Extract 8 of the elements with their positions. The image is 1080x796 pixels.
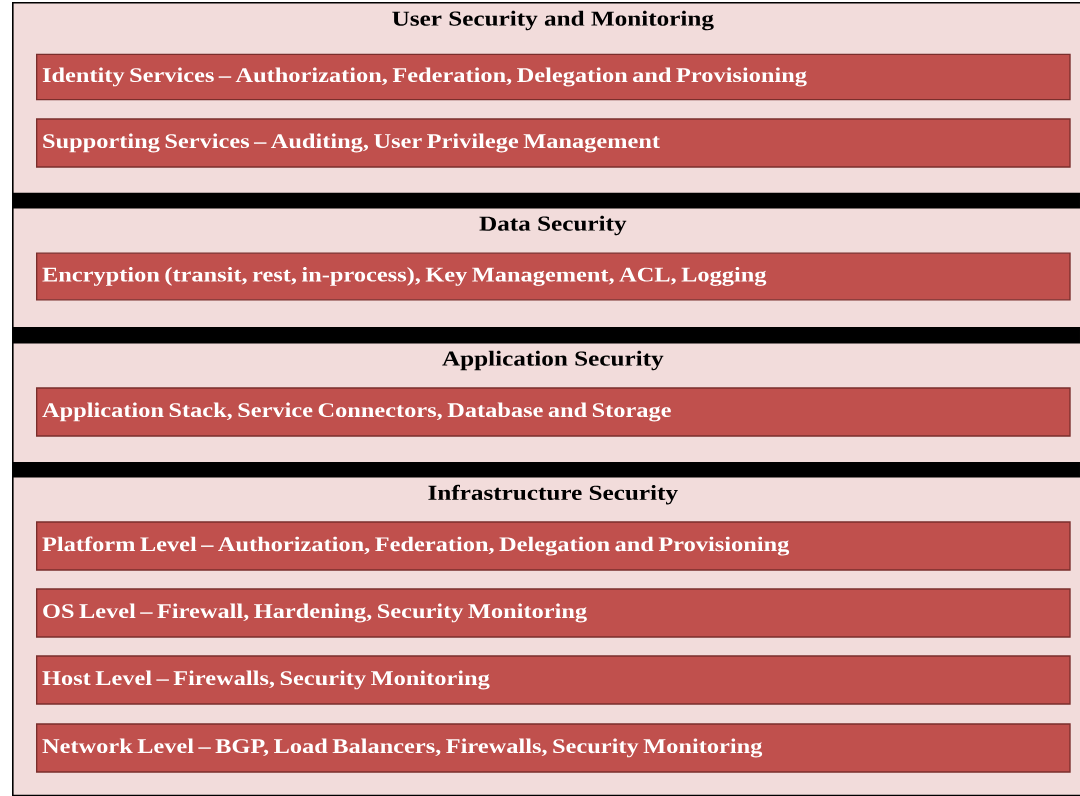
bar-box: Application Stack, Service Connectors, Database and Storage [36,387,1071,437]
bar-box: Platform Level – Authorization, Federation, Delegation and Provisioning [36,521,1071,571]
bar-box: Network Level – BGP, Load Balancers, Firewalls, Security Monitoring [36,723,1071,773]
bar-box: Encryption (transit, rest, in-process), Key Management, ACL, Logging [36,252,1071,301]
bar-box: OS Level – Firewall, Hardening, Security Monitoring [36,588,1071,638]
bar-box: Host Level – Firewalls, Security Monitoring [36,655,1071,705]
bar-box: Identity Services – Authorization, Federation, Delegation and Provisioning [36,53,1071,101]
bar-box: Supporting Services – Auditing, User Privilege Management [36,118,1071,168]
